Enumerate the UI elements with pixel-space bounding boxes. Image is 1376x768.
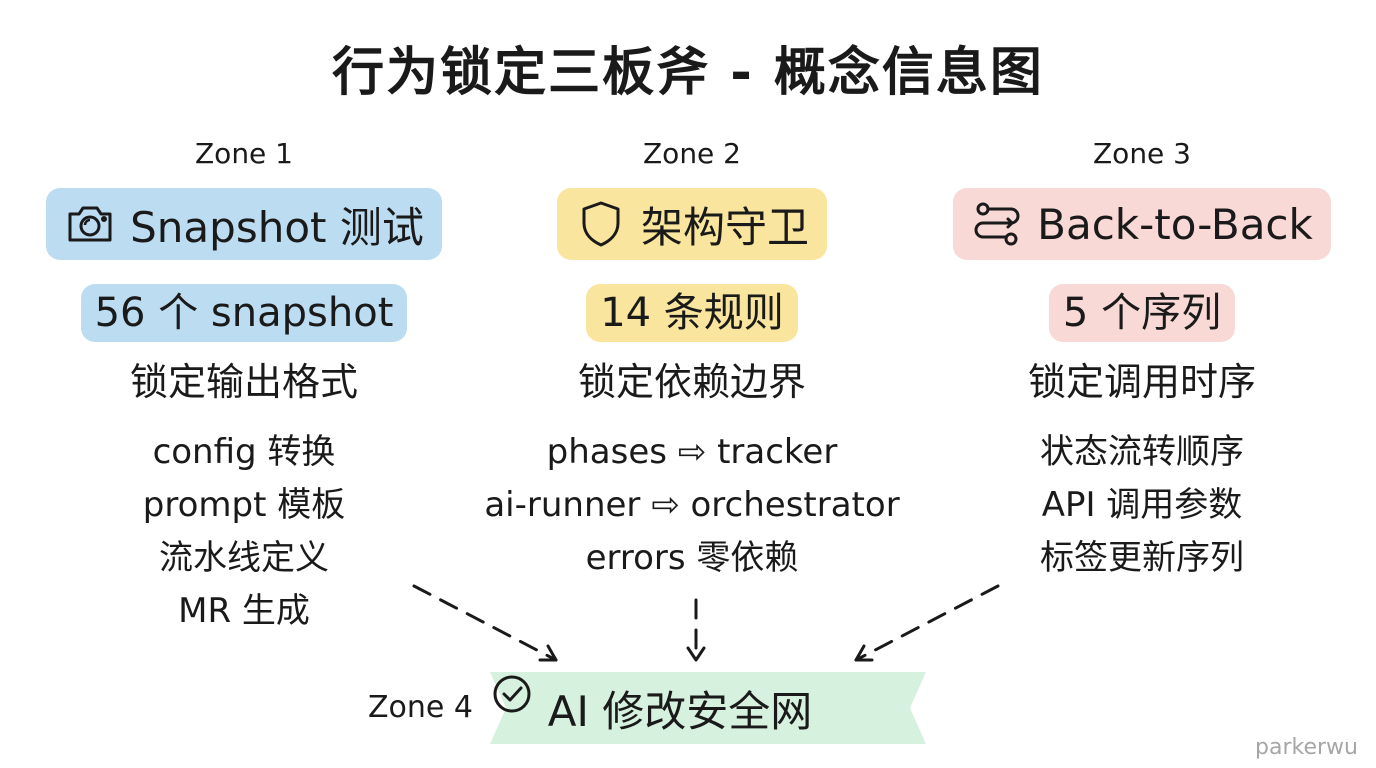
- list-item: errors 零依赖: [585, 538, 799, 578]
- zone-1-label: Zone 1: [195, 137, 293, 170]
- zone-3-count: 5 个序列: [1048, 284, 1236, 342]
- zone-2-badge: 架构守卫: [556, 188, 827, 260]
- flow-icon: [971, 198, 1023, 250]
- zone-2-name: 架构守卫: [640, 202, 809, 252]
- list-item: API 调用参数: [1041, 485, 1243, 525]
- zone-3-badge: Back-to-Back: [953, 188, 1331, 260]
- zone-1-name: Snapshot 测试: [130, 202, 424, 252]
- list-item: ai-runner ⇨ orchestrator: [484, 485, 900, 525]
- zone-2-items: phases ⇨ tracker ai-runner ⇨ orchestrato…: [484, 426, 899, 585]
- zone-1-count: 56 个 snapshot: [80, 284, 408, 342]
- list-item: phases ⇨ tracker: [546, 432, 838, 472]
- camera-icon: [64, 198, 116, 250]
- arrow-zone-1-to-4: [412, 584, 558, 662]
- zone-4-name: AI 修改安全网: [547, 686, 813, 736]
- list-item: 状态流转顺序: [1040, 432, 1244, 472]
- list-item: config 转换: [152, 432, 336, 472]
- zone-2-column: Zone 2 架构守卫 14 条规则 锁定依赖边界 phases ⇨ track…: [462, 136, 922, 585]
- zone-3-label: Zone 3: [1093, 137, 1191, 170]
- check-circle-icon: [493, 675, 868, 730]
- zone-1-badge: Snapshot 测试: [46, 188, 442, 260]
- zone-2-purpose: 锁定依赖边界: [577, 360, 806, 404]
- list-item: 流水线定义: [159, 538, 329, 578]
- zone-3-items: 状态流转顺序 API 调用参数 标签更新序列: [1040, 426, 1244, 585]
- zone-2-label: Zone 2: [643, 137, 741, 170]
- list-item: prompt 模板: [142, 485, 346, 525]
- list-item: 标签更新序列: [1040, 538, 1244, 578]
- zone-1-column: Zone 1 Snapshot 测试 56 个 snapshot 锁定输出格式 …: [14, 136, 474, 638]
- zone-1-purpose: 锁定输出格式: [129, 360, 358, 404]
- zone-2-count: 14 条规则: [586, 284, 798, 342]
- zone-4-banner: AI 修改安全网: [490, 672, 926, 744]
- shield-icon: [575, 198, 627, 250]
- watermark: parkerwu: [1255, 735, 1358, 760]
- zone-3-column: Zone 3 Back-to-Back 5 个序列 锁定调用时序 状态流转顺序 …: [912, 136, 1372, 585]
- list-item: MR 生成: [178, 591, 310, 631]
- page-title: 行为锁定三板斧 - 概念信息图: [332, 43, 1044, 103]
- zone-3-name: Back-to-Back: [1037, 199, 1313, 249]
- zone-3-purpose: 锁定调用时序: [1027, 360, 1256, 404]
- arrow-zone-3-to-4: [854, 584, 1000, 662]
- zone-4-label: Zone 4: [368, 690, 473, 725]
- zone-1-items: config 转换 prompt 模板 流水线定义 MR 生成: [143, 426, 345, 638]
